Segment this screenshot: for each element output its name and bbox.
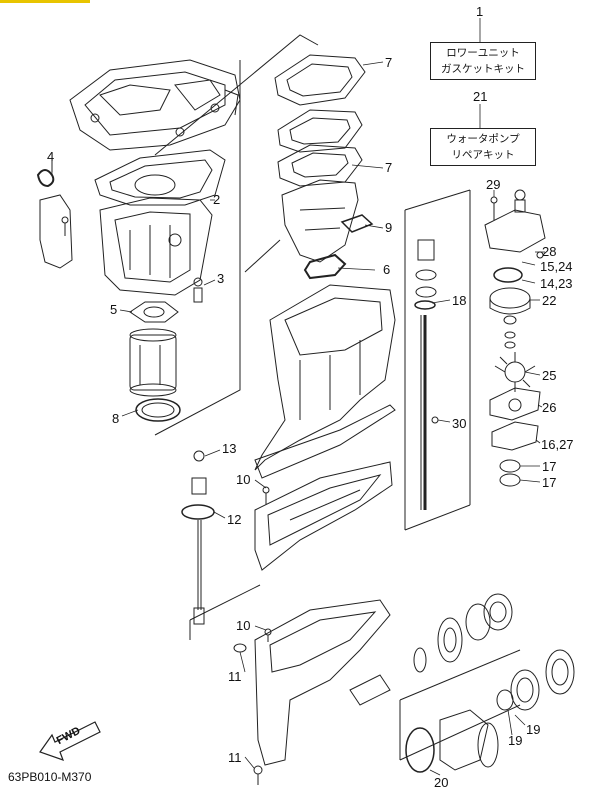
callout-3: 3 — [217, 271, 225, 286]
exhaust-guide-housing — [99, 197, 213, 296]
callout-9: 9 — [385, 220, 393, 235]
upper-case — [254, 284, 396, 479]
part-29-bolt — [490, 196, 498, 220]
part-10-small — [262, 486, 272, 642]
leader-lines — [51, 18, 545, 776]
callout-kit-1-number: 1 — [476, 4, 484, 19]
callout-8: 8 — [112, 411, 120, 426]
callout-17-lower: 17 — [542, 475, 557, 490]
part-25-impeller — [494, 352, 536, 392]
callout-18: 18 — [452, 293, 467, 308]
kit-1-line-2: ガスケットキット — [441, 63, 525, 75]
top-accent-bar — [0, 0, 90, 3]
document-code: 63PB010-M370 — [8, 770, 92, 784]
forward-gear — [413, 593, 513, 673]
callout-30: 30 — [452, 416, 467, 431]
callout-11-lower: 11 — [228, 750, 242, 765]
part-5-gasket — [129, 301, 179, 323]
shift-rod — [191, 450, 207, 625]
callout-17-upper: 17 — [542, 459, 557, 474]
callout-14-23: 14,23 — [540, 276, 573, 291]
group-bracket-lines — [154, 34, 521, 761]
kit-box-water-pump-repair: ウォータポンプ リペアキット — [430, 128, 536, 166]
part-22-insert — [489, 287, 531, 315]
callout-2: 2 — [213, 192, 221, 207]
callout-6: 6 — [383, 262, 391, 277]
callout-12: 12 — [227, 512, 242, 527]
callout-19-left: 19 — [508, 733, 523, 748]
exhaust-manifold — [281, 179, 359, 263]
callout-26: 26 — [542, 400, 557, 415]
kit-box-lower-unit-gasket: ロワーユニット ガスケットキット — [430, 42, 536, 80]
part-12-oring — [181, 504, 215, 520]
muffler-pipe — [129, 328, 177, 397]
part-3-bolt — [193, 277, 203, 303]
callout-4: 4 — [47, 149, 55, 164]
propeller-shaft-housing — [439, 649, 575, 771]
callout-15-24: 15,24 — [540, 259, 573, 274]
gearcase — [233, 599, 391, 766]
kit-21-line-2: リペアキット — [451, 149, 515, 161]
part-6-seal — [303, 253, 347, 280]
callout-10-upper: 10 — [236, 472, 251, 487]
callout-10-lower: 10 — [236, 618, 251, 633]
part-20-oring — [405, 727, 435, 773]
part-14-23-oring — [493, 267, 523, 283]
upper-casing — [69, 59, 241, 151]
gasket-2 — [94, 149, 226, 206]
callout-25: 25 — [542, 368, 557, 383]
fwd-arrow-icon — [39, 721, 101, 761]
callout-kit-21-number: 21 — [473, 89, 488, 104]
lower-case-cover — [254, 461, 393, 571]
drive-shaft — [415, 239, 439, 510]
callout-13: 13 — [222, 441, 237, 456]
callout-20: 20 — [434, 775, 449, 790]
part-18-seal — [414, 300, 436, 310]
callout-19-right: 19 — [526, 722, 541, 737]
callout-22: 22 — [542, 293, 557, 308]
callout-29: 29 — [486, 177, 501, 192]
water-pump-small-parts — [503, 315, 517, 349]
callout-11-upper: 11 — [228, 669, 242, 684]
part-4-small-gasket — [36, 160, 73, 269]
part-17-seals — [499, 459, 521, 487]
part-11-bolt — [253, 765, 263, 785]
callout-7-lower: 7 — [385, 160, 393, 175]
callout-16-27: 16,27 — [541, 437, 574, 452]
callout-5: 5 — [110, 302, 118, 317]
part-8-seal — [135, 398, 181, 422]
part-16-27-gasket — [491, 421, 539, 451]
part-26-plate — [489, 387, 541, 421]
kit-21-line-1: ウォータポンプ — [446, 133, 520, 145]
callout-28: 28 — [542, 244, 557, 259]
kit-1-line-1: ロワーユニット — [446, 47, 520, 59]
gaskets-7 — [274, 54, 366, 187]
part-9-rubber-seal — [340, 214, 374, 233]
water-pump-housing — [484, 189, 546, 259]
callout-7-upper: 7 — [385, 55, 393, 70]
